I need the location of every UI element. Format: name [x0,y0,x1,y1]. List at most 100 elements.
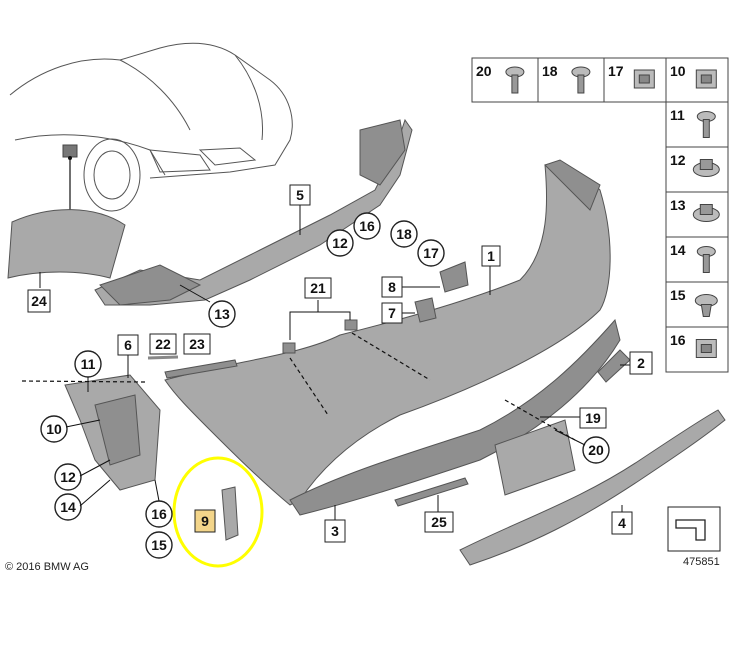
nut-icon [692,204,720,222]
svg-text:5: 5 [296,187,304,203]
parts-grid-label: 16 [670,332,686,348]
callout-17: 17 [417,239,445,267]
svg-text:20: 20 [588,442,604,458]
parts-grid-cell-18: 18 [537,57,605,103]
svg-text:14: 14 [60,499,76,515]
clip-nut-icon [633,69,655,89]
svg-text:6: 6 [124,337,132,353]
svg-text:21: 21 [310,280,326,296]
part-22-strip [147,355,179,360]
parts-grid-cell-15: 15 [665,281,729,328]
svg-text:8: 8 [388,279,396,295]
svg-text:12: 12 [332,235,348,251]
callout-1: 1 [481,245,501,267]
part-1-bumper [164,159,611,506]
parts-grid-label: 15 [670,287,686,303]
svg-text:11: 11 [81,356,96,372]
parts-grid-cell-10: 10 [665,57,729,103]
callout-16a: 16 [353,212,381,240]
parts-grid-label: 14 [670,242,686,258]
part-25-strip [394,477,469,507]
callout-10: 10 [40,415,68,443]
callout-19: 19 [579,407,607,429]
copyright-text: © 2016 BMW AG [5,561,89,573]
callout-3: 3 [324,519,346,543]
callout-7: 7 [381,302,403,324]
svg-text:3: 3 [331,523,339,539]
callout-14: 14 [54,493,82,521]
svg-text:23: 23 [189,336,205,352]
svg-text:22: 22 [155,336,171,352]
svg-text:25: 25 [431,514,447,530]
callout-13: 13 [208,300,236,328]
callout-6: 6 [117,334,139,356]
part-21-clip-a [282,342,296,354]
callout-25: 25 [424,511,454,533]
part-24-panel [7,209,126,279]
parts-grid-label: 20 [476,63,492,79]
svg-text:19: 19 [585,410,601,426]
callout-23: 23 [183,333,211,355]
part-21-clip-b [344,319,358,331]
svg-text:16: 16 [151,506,167,522]
svg-text:12: 12 [60,469,76,485]
parts-grid-cell-11: 11 [665,101,729,148]
side-bracket-left [64,374,161,491]
parts-grid-cell-14: 14 [665,236,729,283]
callout-11: 11 [74,350,102,378]
callout-5: 5 [289,184,311,206]
svg-text:10: 10 [46,421,62,437]
svg-text:9: 9 [201,513,209,529]
car-outline [9,42,293,212]
callout-9: 9 [194,509,216,533]
parts-grid-label: 13 [670,197,686,213]
callout-15: 15 [145,531,173,559]
diagram-number: 475851 [683,556,720,568]
screw-icon [571,66,591,94]
clip-nut-icon [695,69,717,89]
part-5-carrier [94,118,413,306]
parts-grid-label: 11 [670,107,685,123]
part-23-strip [164,359,238,379]
parts-grid-cell-16: 16 [665,326,729,373]
svg-text:17: 17 [423,245,439,261]
part-7-bracket [414,297,437,323]
svg-text:7: 7 [388,305,396,321]
callout-24: 24 [27,289,51,313]
callout-12a: 12 [326,229,354,257]
callout-16b: 16 [145,500,173,528]
svg-text:16: 16 [359,218,375,234]
callout-18: 18 [390,220,418,248]
part-4-trim [459,409,726,566]
callout-22: 22 [149,333,177,355]
parts-grid-label: 17 [608,63,624,79]
screw-icon [696,111,716,138]
callout-2: 2 [629,351,653,375]
parts-grid-cell-17: 17 [603,57,667,103]
part-19-plate-bracket [494,419,576,496]
rivet-icon [694,294,718,317]
screw-icon [696,246,716,273]
callout-21: 21 [304,277,332,299]
nut-icon [692,159,720,177]
svg-text:1: 1 [487,248,495,264]
callout-4: 4 [611,511,633,535]
svg-text:4: 4 [618,515,626,531]
parts-grid-cell-13: 13 [665,191,729,238]
parts-grid-label: 18 [542,63,558,79]
parts-grid-cell-12: 12 [665,146,729,193]
part-9-trim [221,486,239,541]
bmw-view-arrow-icon [667,506,721,552]
parts-grid-label: 12 [670,152,686,168]
svg-text:24: 24 [31,293,47,309]
callout-12b: 12 [54,463,82,491]
clip-nut-icon [695,339,717,358]
svg-text:15: 15 [151,537,167,553]
svg-text:18: 18 [396,226,412,242]
callout-8: 8 [381,276,403,298]
screw-icon [505,66,525,94]
parts-grid: 20 18 17 10 11 12 13 14 15 16 [471,57,729,373]
highlight-ring [172,456,264,568]
